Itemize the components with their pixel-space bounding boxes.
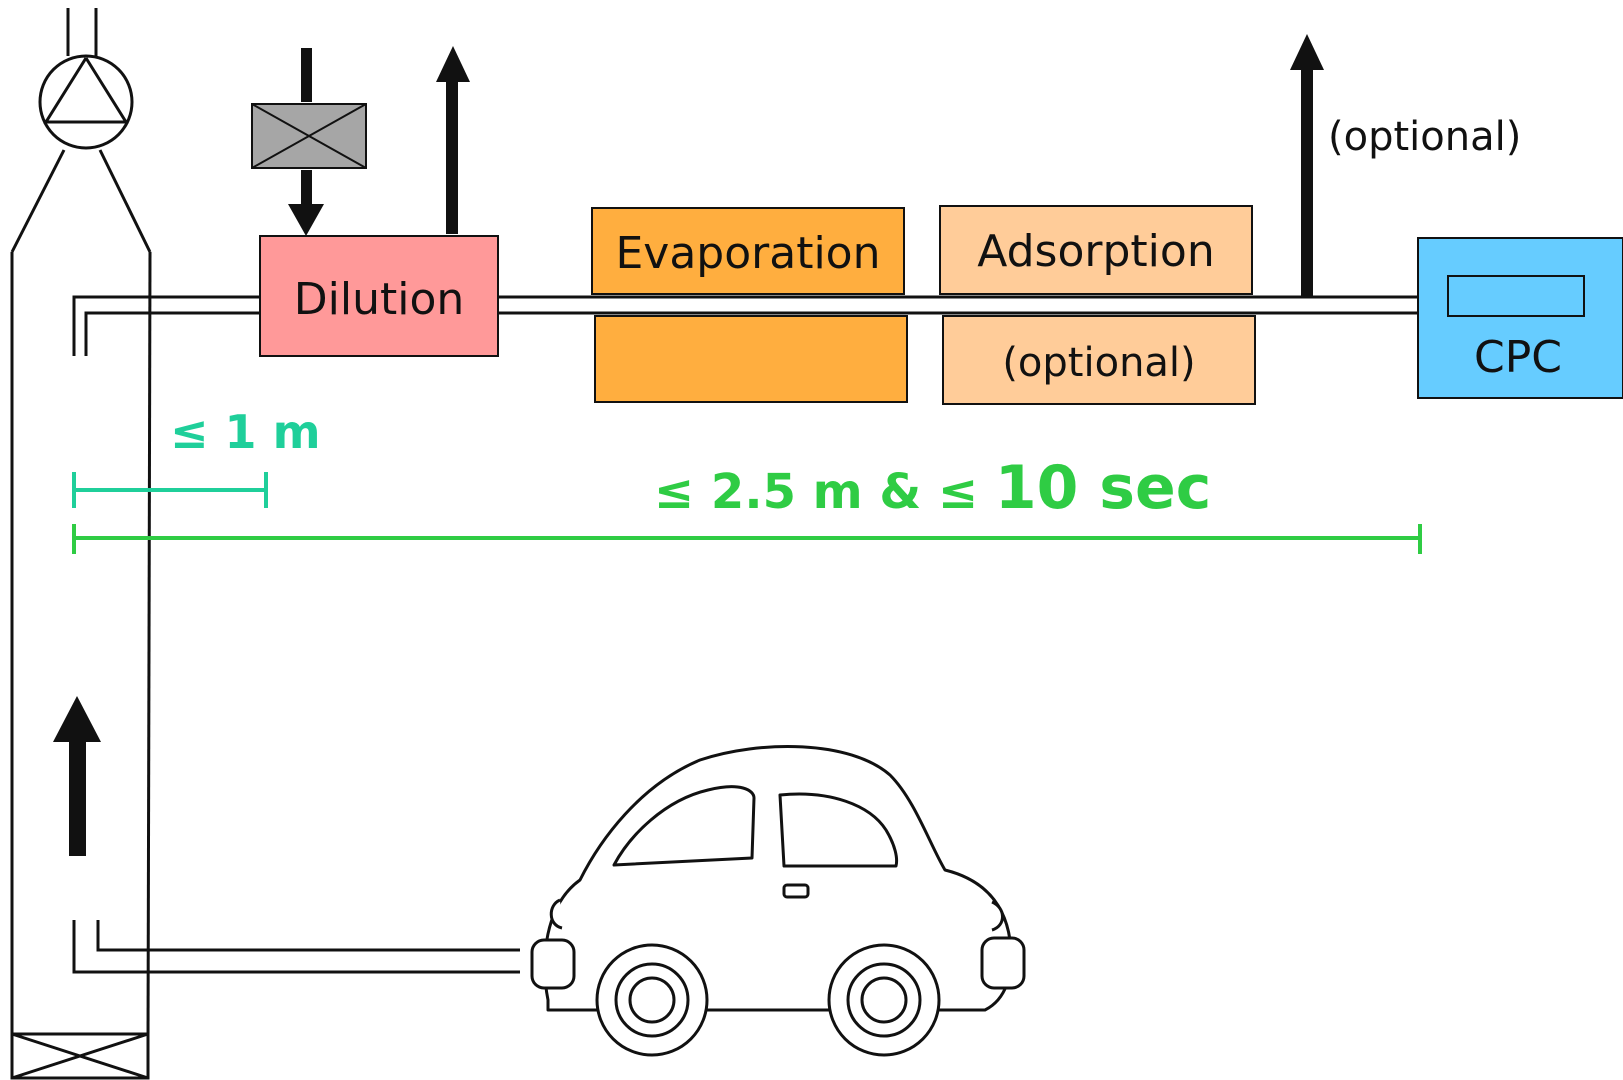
car-wheel-front-hub bbox=[860, 976, 908, 1024]
dimension-short-bar bbox=[72, 472, 268, 508]
dilution-outlet-arrow-icon bbox=[436, 46, 470, 234]
dimension-short-label: ≤ 1 m bbox=[170, 405, 321, 459]
dilution-tunnel bbox=[10, 8, 152, 1041]
adsorption-box-top bbox=[939, 205, 1253, 295]
dimension-long-label-b: 10 sec bbox=[995, 453, 1211, 523]
valve-icon bbox=[251, 103, 367, 169]
sample-line bbox=[72, 295, 1418, 356]
car-icon bbox=[530, 745, 1026, 1057]
dimension-long: ≤ 2.5 m & ≤ 10 sec bbox=[72, 453, 1422, 554]
dilution-box: Dilution bbox=[259, 235, 499, 357]
adsorption-optional-label: (optional) bbox=[1002, 340, 1195, 386]
dimension-long-label: ≤ 2.5 m & ≤ 10 sec bbox=[654, 453, 1211, 523]
dimension-long-label-a: ≤ 2.5 m & ≤ bbox=[654, 464, 995, 520]
car-mirror-front bbox=[991, 900, 1004, 932]
tunnel-filter-icon bbox=[10, 1032, 150, 1080]
cpc-display-icon bbox=[1447, 275, 1585, 317]
dilution-air-inlet bbox=[288, 48, 324, 236]
cpc-label: CPC bbox=[1474, 332, 1562, 383]
car-window-rear bbox=[612, 785, 756, 867]
flow-arrow-icon bbox=[53, 696, 101, 856]
car-rear-light bbox=[530, 938, 576, 990]
adsorption-box-bottom bbox=[942, 315, 1256, 405]
evaporation-box-bottom bbox=[594, 315, 908, 403]
car-door-handle bbox=[782, 883, 810, 899]
cpc-box: CPC bbox=[1417, 237, 1623, 399]
car-front-light bbox=[980, 936, 1026, 990]
adsorption-label: Adsorption bbox=[977, 226, 1214, 277]
evaporation-box-top bbox=[591, 207, 905, 295]
dimension-long-bar bbox=[72, 524, 1422, 554]
evaporation-label: Evaporation bbox=[616, 228, 881, 279]
dimension-short: ≤ 1 m bbox=[72, 405, 321, 508]
car-mirror-rear bbox=[549, 898, 563, 930]
dilution-box-rect bbox=[259, 235, 499, 357]
exhaust-transfer-line bbox=[72, 920, 520, 974]
car-wheel-rear-hub bbox=[628, 976, 676, 1024]
adsorption-unit: Adsorption (optional) bbox=[939, 205, 1256, 405]
car-window-front bbox=[778, 792, 899, 868]
evaporation-unit: Evaporation bbox=[591, 207, 908, 403]
cpc-box-rect bbox=[1417, 237, 1623, 399]
dilution-label: Dilution bbox=[294, 274, 465, 325]
optional-outlet-label: (optional) bbox=[1328, 114, 1521, 160]
optional-outlet-arrow-icon bbox=[1290, 34, 1324, 296]
pump-icon bbox=[38, 54, 134, 150]
